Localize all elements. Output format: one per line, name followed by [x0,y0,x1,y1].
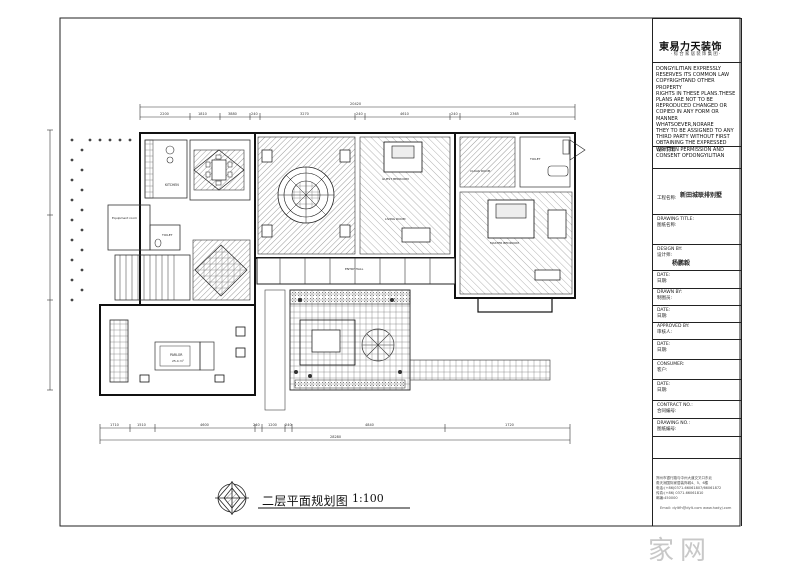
designer-name: 杨鹏毅 [672,260,691,267]
dim-bottom-2: 1510 [137,423,146,427]
watermark: 家网 [648,536,713,566]
drawing-no-label: DRAWING NO.: 图纸编号: [657,421,690,432]
plan-title: 二层平面规划图 [262,494,349,508]
dim-bottom-6: 240 [285,423,292,427]
dim-top-9: 2365 [510,112,519,116]
dim-bottom-1: 1710 [110,423,119,427]
cloak-room: CLOAK ROOM [459,136,516,188]
date-4-label: DATE: 日期: [657,382,671,393]
date-2-label: DATE: 日期: [657,308,671,319]
room-label-kitchen: KITCHEN [165,183,179,187]
design-by-label: DESIGN BY: 设计师: [657,247,683,258]
room-label-toilet-1: TOILET [161,233,173,237]
toilet-1: TOILET [149,224,181,251]
room-label-guest-bedroom: GUEST BEDROOM [382,177,409,181]
dim-top-1: 2200 [160,112,169,116]
room-label-entry: ENTRY HALL [345,267,364,271]
company-name: 東易力天装饰 [659,42,722,53]
room-label-living: LIVING ROOM [385,217,406,221]
project-name-label: 工程名称: [657,196,677,201]
entry-corridor: ENTRY HALL [256,257,456,285]
dim-top-7: 4610 [400,112,409,116]
equipment-room: Equipment room [107,204,191,301]
company-tagline: · 综 合 家 居 装 饰 集 团 · [671,52,721,57]
room-label-equipment: Equipment room [112,216,137,220]
drawing-title-label: DRAWING TITLE: 图纸名称: [657,217,694,228]
dim-bottom-4: 240 [253,423,260,427]
kitchen-area: KITCHEN [144,139,188,199]
dim-top-5: 3270 [300,112,309,116]
master-bedroom: MASTER BEDROOM [459,191,573,313]
dim-top-3: 3880 [228,112,237,116]
design-unit-label: 设计说明: [657,148,677,153]
dim-top-4: 240 [251,112,258,116]
dim-bottom-total: 28280 [330,435,341,439]
room-area-parlor: 25.4 m² [172,359,185,363]
living-room [257,136,356,255]
room-label-parlor: PARLOR [170,353,183,357]
terrace-garden [264,289,551,411]
company-address: 郑州市银行路与中州大道交叉口东北 角天润国际家居装饰城4、5、6楼 电话:(+8… [656,476,722,500]
compass-symbol [215,481,249,515]
dim-top-2: 1810 [198,112,207,116]
top-dimension-line [139,104,576,120]
dim-top-6: 240 [356,112,363,116]
room-label-master-bedroom: MASTER BEDROOM [490,241,519,245]
contract-no-label: CONTRACT NO.: 合同编号: [657,403,693,414]
room-label-toilet-2: TOILET [529,157,541,161]
drawn-by-label: DRAWN BY: 制图员: [657,290,682,301]
left-dimension-line [47,129,53,391]
room-label-cloak: CLOAK ROOM [470,169,491,173]
dim-bottom-7: 4840 [365,423,374,427]
west-hall [192,239,251,301]
dim-top-8: 240 [451,112,458,116]
toilet-2: TOILET [519,136,586,188]
sheet-frame [59,17,741,527]
dining-room [189,139,251,201]
company-logo: 東易力天装饰 · 综 合 家 居 装 饰 集 团 · [655,36,737,58]
project-name: 新田城联排别墅 [680,192,723,199]
date-3-label: DATE: 日期: [657,342,671,353]
parlor-area: PARLOR 25.4 m² [109,319,246,383]
dim-top-total: 20420 [350,102,361,106]
date-1-label: DATE: 日期: [657,273,671,284]
bottom-dimension-labels: 1710 1510 4600 240 1200 240 4840 1720 28… [110,423,514,439]
approved-by-label: APPROVED BY: 审核人: [657,324,690,335]
dim-bottom-8: 1720 [505,423,514,427]
bottom-dimension-line [99,424,571,444]
consumer-label: CONSUMER: 客户: [657,362,685,373]
shrub-border-left [70,138,132,302]
guest-bedroom: GUEST BEDROOM LIVING ROOM [359,136,451,255]
plan-scale: 1:100 [352,492,384,505]
company-email: Email: dyltfh@dylt.com www.hadyj.com [660,506,732,510]
dim-bottom-5: 1200 [268,423,277,427]
copyright-notice: DONGYILITIAN EXPRESSLY RESERVES ITS COMM… [656,66,736,159]
title-block: 设计说明: 工程名称: DRAWING TITLE: 图纸名称: DESIGN … [652,18,742,526]
dim-bottom-3: 4600 [200,423,209,427]
top-dimension-labels: 2200 1810 3880 240 3270 240 4610 240 236… [160,102,519,116]
